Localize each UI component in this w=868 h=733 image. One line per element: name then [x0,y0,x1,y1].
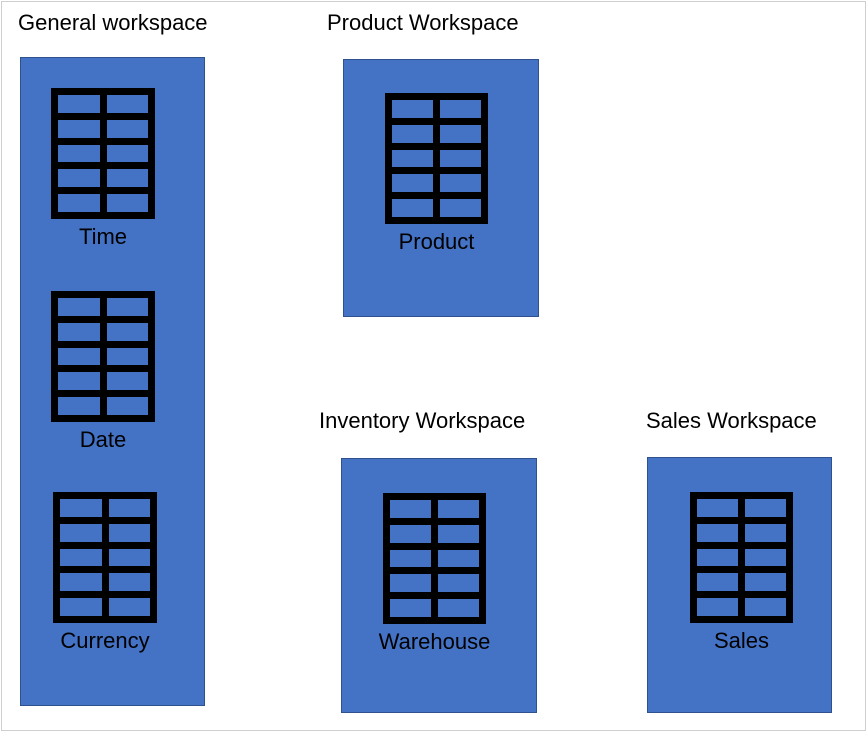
table-icon-cell [60,499,102,517]
table-icon-cell [392,199,433,217]
table-icon-cell [58,144,100,163]
table-icon-cell [58,347,100,366]
table-icon-cell [438,549,479,568]
table-icon-cell [60,598,102,616]
entity-label: Sales [713,628,770,653]
entity-node[interactable]: Time [51,88,155,251]
table-icon-cell [390,524,431,543]
table-icon-cell [106,347,148,366]
workspace-title-sales: Sales Workspace [646,408,817,433]
entity-node[interactable]: Date [51,291,155,454]
table-icon [51,291,155,422]
table-icon-cell [392,149,433,168]
table-icon-cell [697,598,738,616]
table-icon-cell [390,500,431,518]
table-icon-cell [697,523,738,542]
table-icon [385,93,488,224]
table-icon-cell [440,124,481,143]
table-icon-cell [697,573,738,592]
table-icon-cell [58,169,100,188]
workspace-title-general: General workspace [18,10,208,35]
table-icon-cell [438,524,479,543]
table-icon-cell [438,574,479,593]
table-icon-cell [60,573,102,592]
table-icon-cell [58,194,100,212]
table-icon-cell [392,124,433,143]
table-icon-cell [106,322,148,341]
table-icon-cell [106,95,148,113]
table-icon-cell [390,599,431,617]
table-icon-cell [438,599,479,617]
entity-node[interactable]: Sales [690,492,793,655]
workspace-title-product: Product Workspace [327,10,519,35]
table-icon-cell [106,397,148,415]
table-icon-cell [745,548,786,567]
table-icon-cell [440,174,481,193]
table-icon-cell [58,322,100,341]
table-icon-cell [108,598,150,616]
table-icon [51,88,155,219]
table-icon-cell [438,500,479,518]
table-icon-cell [106,169,148,188]
table-icon-cell [392,100,433,118]
table-icon-cell [390,549,431,568]
table-icon-cell [58,397,100,415]
entity-label: Time [78,224,128,249]
table-icon-cell [106,298,148,316]
table-icon-cell [106,194,148,212]
table-icon-cell [58,95,100,113]
table-icon-cell [745,523,786,542]
entity-label: Date [79,427,127,452]
table-icon-cell [440,149,481,168]
table-icon-cell [58,119,100,138]
table-icon-cell [390,574,431,593]
table-icon-cell [697,499,738,517]
table-icon-cell [106,372,148,391]
entity-node[interactable]: Warehouse [379,493,490,656]
table-icon-cell [58,298,100,316]
table-icon-cell [58,372,100,391]
entity-label: Product [398,229,475,254]
table-icon [53,492,157,623]
table-icon-cell [108,523,150,542]
entity-node[interactable]: Currency [53,492,157,655]
entity-label: Warehouse [378,629,491,654]
table-icon-cell [745,573,786,592]
table-icon-cell [108,548,150,567]
entity-node[interactable]: Product [385,93,488,256]
table-icon [383,493,486,624]
table-icon-cell [106,144,148,163]
table-icon-cell [108,573,150,592]
table-icon-cell [106,119,148,138]
table-icon-cell [440,100,481,118]
table-icon-cell [60,523,102,542]
table-icon-cell [392,174,433,193]
entity-label: Currency [60,628,150,653]
table-icon-cell [697,548,738,567]
table-icon-cell [745,499,786,517]
table-icon-cell [108,499,150,517]
table-icon [690,492,793,623]
table-icon-cell [60,548,102,567]
workspace-title-inventory: Inventory Workspace [319,408,526,433]
table-icon-cell [440,199,481,217]
table-icon-cell [745,598,786,616]
